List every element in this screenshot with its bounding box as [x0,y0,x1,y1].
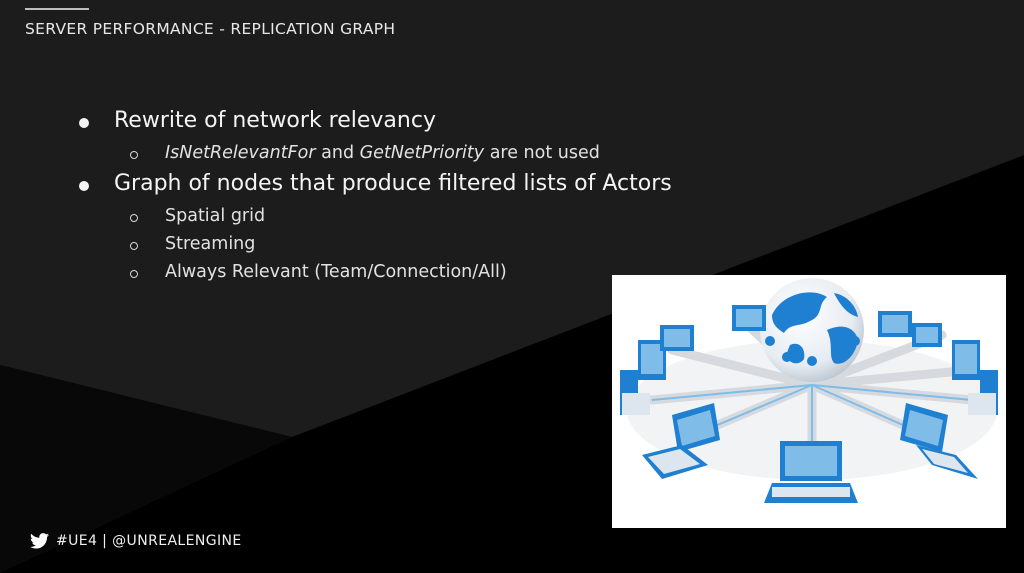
sub-bullet-item: Spatial grid [165,206,266,226]
sub-bullet-circle [130,214,138,222]
title-accent-line [25,8,89,10]
sub-bullet-circle [130,242,138,250]
bullet-dot [79,181,89,191]
network-illustration [612,275,1006,528]
laptop-icon [642,403,720,479]
text-run: are not used [484,143,600,163]
sub-bullet-circle [130,270,138,278]
slide-footer: #UE4 | @UNREALENGINE [30,531,242,551]
bullet-item: Graph of nodes that produce filtered lis… [114,171,672,196]
bullet-item: Rewrite of network relevancy [114,108,436,133]
text-run: and [315,143,360,163]
sub-bullet-item: IsNetRelevantFor and GetNetPriority are … [165,143,600,163]
laptop-icon [660,305,942,351]
bullet-dot [79,118,89,128]
slide-title: SERVER PERFORMANCE - REPLICATION GRAPH [25,20,396,38]
sub-bullet-item: Always Relevant (Team/Connection/All) [165,262,507,282]
sub-bullet-item: Streaming [165,234,256,254]
sub-bullet-circle [130,151,138,159]
laptop-icon [764,441,858,503]
footer-text: #UE4 | @UNREALENGINE [56,533,242,549]
function-name: GetNetPriority [359,143,485,163]
laptop-icon [900,403,978,479]
twitter-bird-icon [30,533,49,549]
function-name: IsNetRelevantFor [165,143,316,163]
globe-icon [760,278,864,382]
laptop-icon [952,340,998,415]
